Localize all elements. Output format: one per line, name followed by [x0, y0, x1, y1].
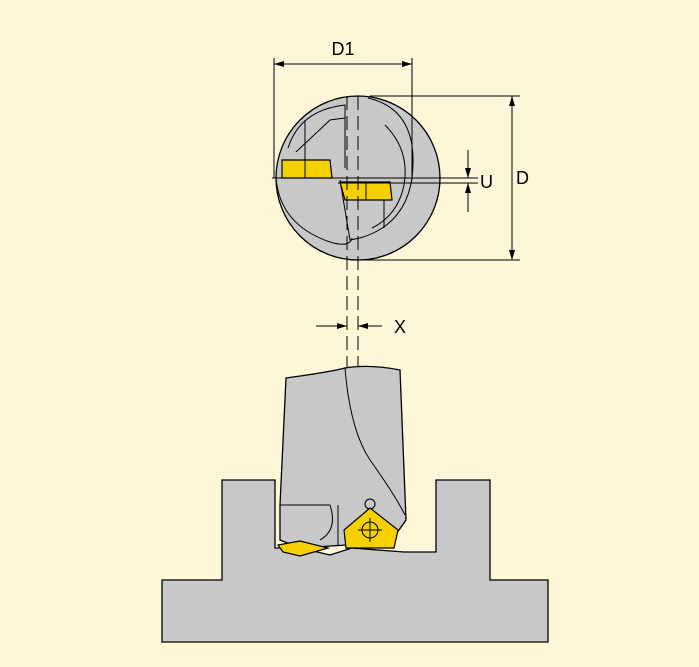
d1-arrow-left	[274, 61, 284, 67]
dimension-d: D	[360, 95, 529, 261]
d1-arrow-right	[402, 61, 412, 67]
drill-side-view	[276, 365, 407, 557]
tool-end-view	[272, 95, 478, 261]
dimension-u: U	[465, 150, 493, 212]
dimension-x: X	[316, 317, 406, 337]
dimension-d1: D1	[273, 39, 413, 180]
flute-lower	[280, 504, 333, 541]
center-insert-side	[343, 507, 399, 549]
web-line-1	[295, 117, 346, 153]
outer-insert-top	[281, 159, 333, 179]
web-line-2	[371, 124, 406, 229]
d-arrow-top	[509, 96, 515, 106]
x-arrow-left	[337, 323, 347, 329]
d-label: D	[516, 168, 529, 188]
workpiece-side-view	[161, 479, 549, 643]
d1-label: D1	[331, 39, 354, 59]
x-label: X	[394, 317, 406, 337]
u-arrow-top	[465, 168, 471, 178]
flute-outline-lower	[275, 177, 353, 245]
workpiece-body	[161, 479, 549, 643]
x-arrow-right	[358, 323, 368, 329]
flute-outline-left	[287, 104, 346, 168]
flute-curve	[344, 367, 406, 516]
u-arrow-bottom	[465, 183, 471, 193]
u-label: U	[480, 172, 493, 192]
d-arrow-bottom	[509, 250, 515, 260]
outer-insert-side	[276, 540, 331, 557]
